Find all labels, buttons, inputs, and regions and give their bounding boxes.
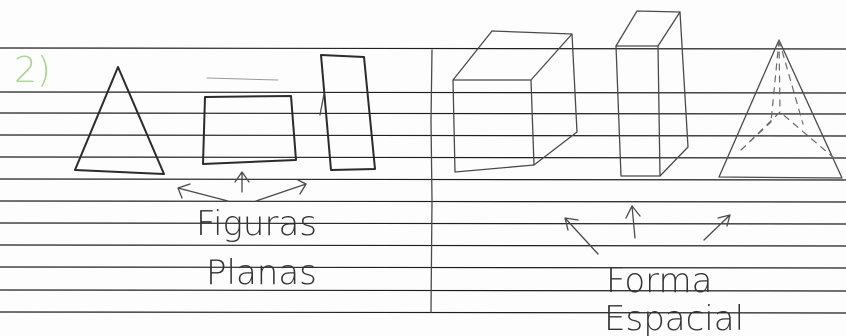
ruled-line — [0, 179, 846, 180]
cube-drawing — [453, 31, 577, 172]
arrow-up-right-icon — [256, 180, 306, 201]
ruled-line — [0, 135, 846, 136]
right-arrows — [565, 206, 730, 254]
caption-espacial: Espacial — [604, 299, 744, 336]
arrow-up-icon — [235, 172, 249, 192]
ruled-line — [0, 201, 846, 202]
caption-figuras: Figuras — [196, 204, 317, 244]
triangle-drawing — [75, 67, 164, 174]
square-sketch-line — [207, 78, 278, 80]
square-drawing — [203, 96, 296, 164]
ruled-line — [0, 157, 846, 158]
spatial-forms-group — [453, 11, 842, 178]
ruled-line — [0, 113, 846, 114]
prism-drawing — [616, 11, 688, 176]
rectangle-stroke — [320, 94, 324, 115]
vertical-divider-line — [431, 50, 432, 312]
caption-forma: Forma — [606, 261, 712, 301]
ruled-line — [0, 223, 846, 224]
arrow-up-left-icon — [178, 184, 228, 201]
rectangle-drawing — [321, 55, 375, 170]
caption-planas: Planas — [206, 253, 317, 293]
ruled-line — [0, 92, 846, 93]
exercise-number: 2) — [14, 50, 51, 91]
arrow-up-icon — [626, 206, 640, 238]
ruled-line — [0, 48, 846, 49]
arrow-up-right-icon — [704, 215, 730, 240]
ruled-line — [0, 245, 846, 246]
ruled-line — [0, 267, 846, 268]
plane-figures-group — [75, 55, 375, 174]
left-arrows — [178, 172, 306, 201]
ruled-line — [0, 290, 846, 291]
